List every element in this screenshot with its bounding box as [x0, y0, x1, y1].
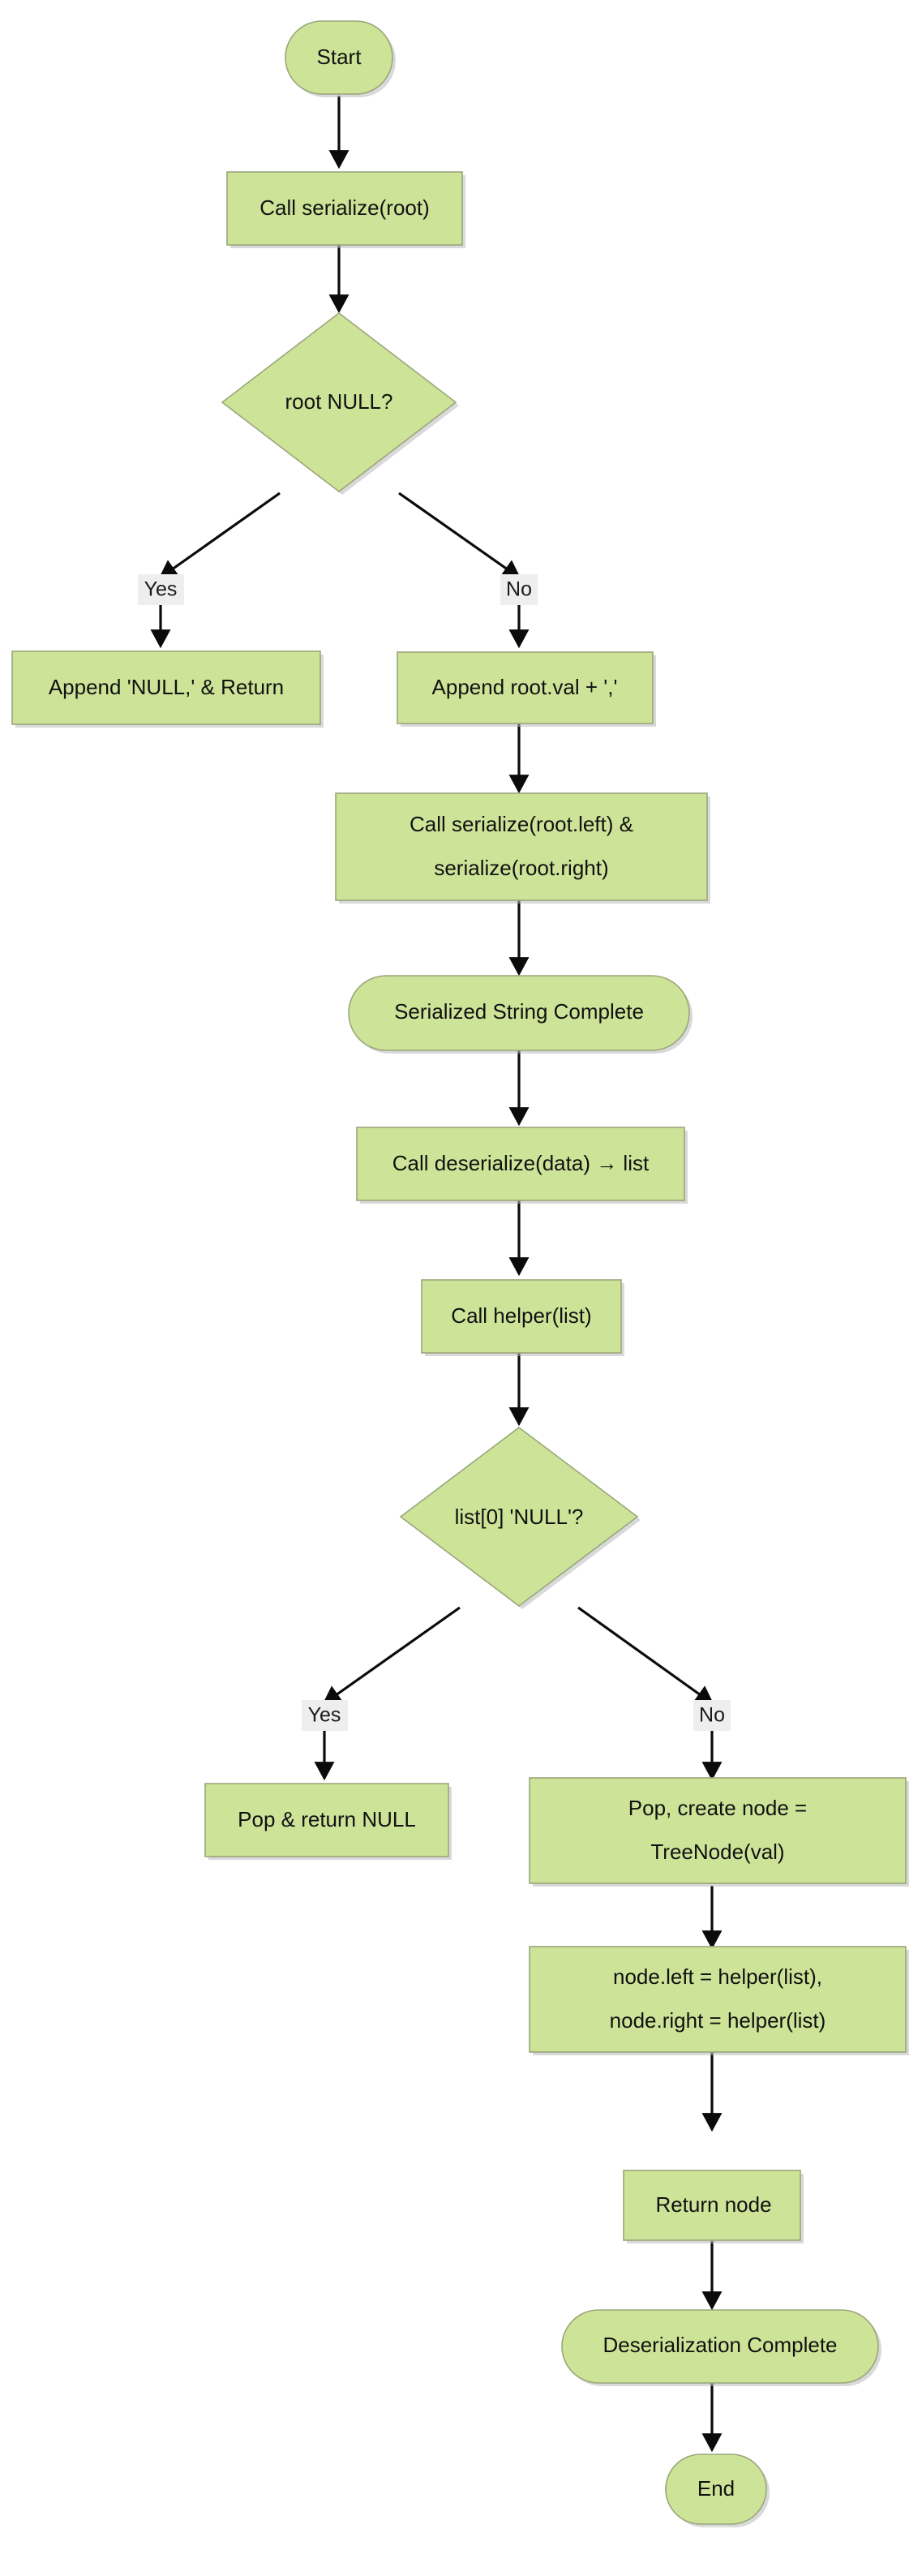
deserialization-complete-shape[interactable] — [561, 2309, 879, 2384]
assign-children-shape[interactable] — [529, 1946, 907, 2053]
call-serialize-shape[interactable] — [226, 171, 463, 246]
node-append-val[interactable]: Append root.val + ',' — [397, 651, 656, 727]
node-call-serialize[interactable]: Call serialize(root) — [226, 171, 465, 248]
append-val-label: Append root.val + ',' — [432, 675, 618, 699]
node-call-deserialize[interactable]: Call deserialize(data) → list — [356, 1127, 688, 1204]
node-list0-null[interactable]: list[0] 'NULL'? — [399, 1426, 641, 1609]
return-node-shape[interactable] — [623, 2170, 801, 2241]
call-serialize-label: Call serialize(root) — [259, 195, 430, 220]
pop-create-node-shape[interactable] — [529, 1777, 907, 1884]
root-null-label: root NULL? — [285, 389, 393, 414]
node-assign-children[interactable]: node.left = helper(list), node.right = h… — [529, 1946, 909, 2055]
pop-create-node-label-line2: TreeNode(val) — [650, 1840, 784, 1864]
edge-label-list0-null-yes: Yes — [302, 1700, 348, 1731]
list0-null-shape[interactable] — [399, 1426, 639, 1608]
node-root-null[interactable]: root NULL? — [221, 311, 459, 495]
start-label: Start — [317, 45, 362, 69]
recurse-children-shape[interactable] — [335, 792, 708, 901]
node-recurse-children[interactable]: Call serialize(root.left) & serialize(ro… — [335, 792, 710, 904]
append-val-shape[interactable] — [397, 651, 654, 724]
edge-label-no-text: No — [506, 578, 532, 601]
end-label: End — [697, 2476, 735, 2501]
list0-null-label: list[0] 'NULL'? — [455, 1505, 584, 1529]
edge-list0-null-to-pop-return-null — [322, 1606, 461, 1705]
start-shape[interactable] — [285, 20, 393, 95]
end-shape[interactable] — [665, 2454, 767, 2525]
serialized-complete-label: Serialized String Complete — [394, 999, 644, 1024]
node-start[interactable]: Start — [285, 20, 396, 97]
assign-children-label-line1: node.left = helper(list), — [613, 1964, 822, 1989]
node-pop-return-null[interactable]: Pop & return NULL — [204, 1783, 452, 1860]
node-return-node[interactable]: Return node — [623, 2170, 804, 2243]
pop-return-null-label: Pop & return NULL — [238, 1807, 416, 1831]
edge-label-no2-text: No — [699, 1704, 725, 1727]
pop-return-null-shape[interactable] — [204, 1783, 449, 1857]
edge-label-list0-null-no: No — [693, 1700, 731, 1731]
node-deserialization-complete[interactable]: Deserialization Complete — [561, 2309, 881, 2386]
edge-label-yes2-text: Yes — [308, 1704, 341, 1727]
node-pop-create-node[interactable]: Pop, create node = TreeNode(val) — [529, 1777, 909, 1887]
return-node-label: Return node — [655, 2192, 771, 2217]
call-deserialize-label: Call deserialize(data) → list — [392, 1151, 650, 1175]
edge-label-root-null-no: No — [500, 574, 538, 605]
edge-label-root-null-yes: Yes — [138, 574, 184, 605]
deserialization-complete-label: Deserialization Complete — [603, 2333, 837, 2357]
root-null-shape[interactable] — [221, 311, 457, 493]
recurse-children-label-line1: Call serialize(root.left) & — [410, 812, 633, 836]
node-serialized-complete[interactable]: Serialized String Complete — [348, 975, 693, 1054]
call-helper-label: Call helper(list) — [451, 1303, 591, 1328]
edge-root-null-to-append-null — [158, 492, 281, 579]
append-null-shape[interactable] — [11, 650, 321, 725]
node-call-helper[interactable]: Call helper(list) — [421, 1279, 624, 1356]
serialized-complete-shape[interactable] — [348, 975, 690, 1051]
assign-children-label-line2: node.right = helper(list) — [610, 2008, 826, 2033]
append-null-label: Append 'NULL,' & Return — [49, 675, 284, 699]
edge-label-yes-text: Yes — [144, 578, 178, 601]
edge-root-null-to-append-val — [398, 492, 521, 579]
call-deserialize-shape[interactable] — [356, 1127, 685, 1201]
recurse-children-label-line2: serialize(root.right) — [434, 856, 608, 880]
pop-create-node-label-line1: Pop, create node = — [628, 1796, 807, 1820]
call-helper-shape[interactable] — [421, 1279, 622, 1354]
node-append-null[interactable]: Append 'NULL,' & Return — [11, 650, 324, 728]
node-end[interactable]: End — [665, 2454, 770, 2527]
edge-list0-null-to-pop-create-node — [577, 1606, 714, 1705]
edges-layer — [150, 96, 723, 2453]
